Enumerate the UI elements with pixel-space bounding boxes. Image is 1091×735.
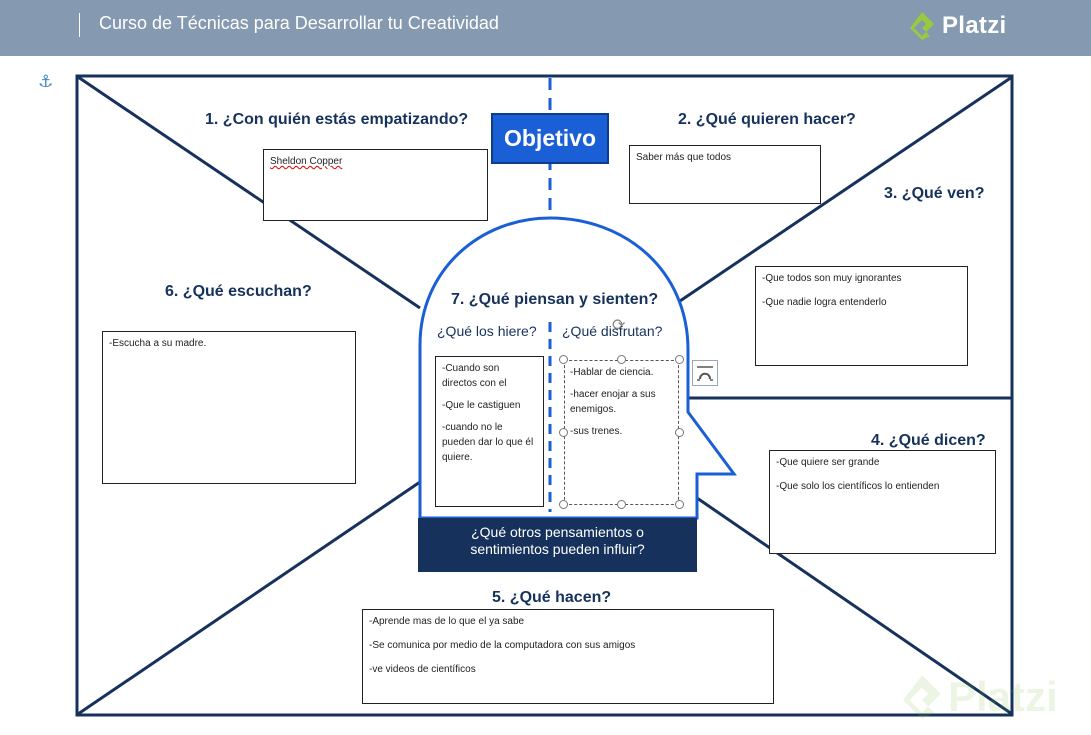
subquestion-disfrutan: ¿Qué disfrutan? xyxy=(562,323,663,339)
rotate-handle-icon[interactable]: ⟳ xyxy=(612,317,626,334)
diagonal-bottom-left xyxy=(77,480,421,716)
question-2: 2. ¿Qué quieren hacer? xyxy=(678,111,856,128)
resize-handle-b[interactable] xyxy=(617,500,626,509)
answer-box-hiere[interactable]: -Cuando son directos con el -Que le cast… xyxy=(435,356,544,507)
layout-options-icon[interactable] xyxy=(692,360,718,386)
answer-text: -sus trenes. xyxy=(570,426,623,437)
answer-text: -Se comunica por medio de la computadora… xyxy=(369,640,636,651)
outer-frame xyxy=(75,74,1014,717)
platzi-logo-icon xyxy=(910,12,934,40)
platzi-logo[interactable]: Platzi xyxy=(908,9,1006,43)
question-7: 7. ¿Qué piensan y sienten? xyxy=(451,291,659,308)
platzi-watermark-icon xyxy=(903,675,941,719)
answer-text: -Que quiere ser grande xyxy=(776,457,880,468)
header-divider xyxy=(79,13,80,37)
answer-text: -Aprende mas de lo que el ya sabe xyxy=(369,616,525,627)
question-5: 5. ¿Qué hacen? xyxy=(492,589,612,606)
question-6: 6. ¿Qué escuchan? xyxy=(165,283,312,300)
resize-handle-t[interactable] xyxy=(617,355,626,364)
answer-text: -Que nadie logra entenderlo xyxy=(762,297,887,308)
header-bar: Curso de Técnicas para Desarrollar tu Cr… xyxy=(0,0,1091,56)
answer-box-q2[interactable]: Saber más que todos xyxy=(629,145,821,204)
platzi-watermark: Platzi xyxy=(900,672,1058,722)
resize-handle-br[interactable] xyxy=(675,500,684,509)
answer-text: -Que solo los científicos lo entienden xyxy=(776,481,940,492)
answer-text: -Cuando son directos con el xyxy=(442,363,507,389)
answer-text: -cuando no le pueden dar lo que él quier… xyxy=(442,422,534,463)
selection-outline xyxy=(564,360,679,505)
layout-options-glyph xyxy=(697,366,713,381)
question-3: 3. ¿Qué ven? xyxy=(884,185,985,202)
neck-band xyxy=(418,518,697,572)
resize-handle-r[interactable] xyxy=(675,428,684,437)
answer-box-disfrutan[interactable]: -Hablar de ciencia. -hacer enojar a sus … xyxy=(564,360,679,505)
influir-text: ¿Qué otros pensamientos o sentimientos p… xyxy=(418,518,697,572)
diagonal-bottom-right xyxy=(696,496,1013,716)
course-title: Curso de Técnicas para Desarrollar tu Cr… xyxy=(99,13,499,33)
diagonal-top-right xyxy=(676,75,1013,305)
answer-text: -Que le castiguen xyxy=(442,400,521,411)
resize-handle-tl[interactable] xyxy=(559,355,568,364)
answer-text: -Escucha a su madre. xyxy=(109,338,207,349)
resize-handle-l[interactable] xyxy=(559,428,568,437)
question-4: 4. ¿Qué dicen? xyxy=(871,432,986,449)
influir-line-2: sentimientos pueden influir? xyxy=(470,541,645,557)
anchor-icon[interactable]: ⚓ xyxy=(38,72,54,91)
answer-box-q4[interactable]: -Que quiere ser grande -Que solo los cie… xyxy=(769,450,996,554)
question-1: 1. ¿Con quién estás empatizando? xyxy=(205,111,469,128)
brand-name: Platzi xyxy=(942,12,1007,39)
answer-text: -ve videos de científicos xyxy=(369,664,476,675)
answer-box-q6[interactable]: -Escucha a su madre. xyxy=(102,331,356,484)
answer-box-q1[interactable]: Sheldon Copper xyxy=(263,149,488,221)
answer-text: -hacer enojar a sus enemigos. xyxy=(570,389,656,415)
subquestion-hiere: ¿Qué los hiere? xyxy=(437,323,537,339)
answer-text: -Que todos son muy ignorantes xyxy=(762,273,902,284)
answer-box-q3[interactable]: -Que todos son muy ignorantes -Que nadie… xyxy=(755,266,968,366)
objetivo-box[interactable]: Objetivo xyxy=(491,113,609,164)
answer-box-q5[interactable]: -Aprende mas de lo que el ya sabe -Se co… xyxy=(362,609,774,704)
answer-text: Saber más que todos xyxy=(636,152,732,163)
resize-handle-bl[interactable] xyxy=(559,500,568,509)
answer-text: -Hablar de ciencia. xyxy=(570,367,654,378)
answer-text: Sheldon Copper xyxy=(270,156,343,167)
watermark-word: Platzi xyxy=(948,673,1058,720)
resize-handle-tr[interactable] xyxy=(675,355,684,364)
diagonal-top-left xyxy=(77,75,421,310)
influir-line-1: ¿Qué otros pensamientos o xyxy=(471,524,644,540)
